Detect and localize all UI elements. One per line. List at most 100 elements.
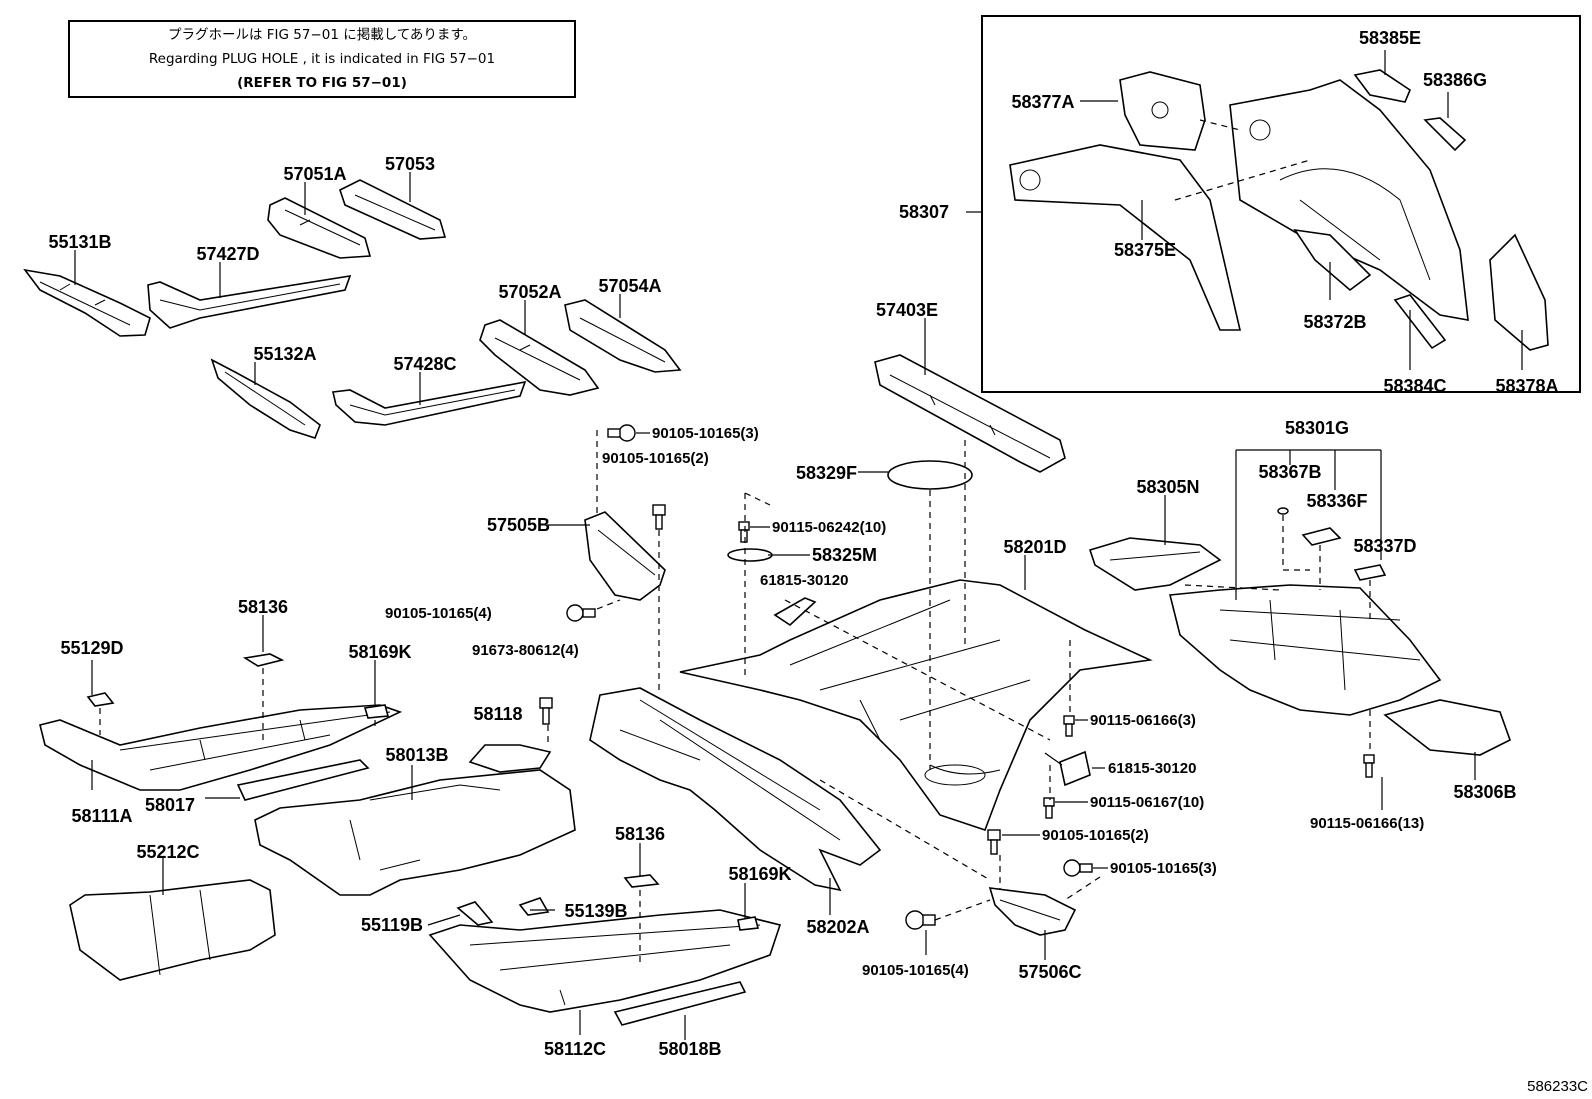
- part-58018B-drawing: [613, 981, 747, 1026]
- part-55131B-drawing: [23, 268, 151, 337]
- part-61815-30120-cover-drawing: [1059, 750, 1091, 787]
- part-58386G-drawing: [1423, 117, 1467, 152]
- part-57505B-drawing: [584, 511, 666, 601]
- part-58305N-drawing: [1088, 537, 1222, 591]
- part-58118-drawing: [468, 744, 552, 773]
- part-57506C-drawing: [988, 887, 1077, 936]
- label-57427D: 57427D: [196, 244, 259, 264]
- part-58201D-drawing: [679, 579, 1153, 832]
- label-55212C: 55212C: [136, 842, 199, 862]
- label-57052A: 57052A: [498, 282, 561, 302]
- label-55131B: 55131B: [48, 232, 111, 252]
- part-58372B-drawing: [1293, 228, 1372, 292]
- bolt-icon: [987, 829, 1001, 855]
- label-57403E: 57403E: [876, 300, 938, 320]
- part-58112C-drawing: [428, 909, 782, 1013]
- bolt-icon: [607, 424, 636, 442]
- part-58329F-drawing: [887, 460, 973, 490]
- bolt-icon: [566, 604, 596, 622]
- note-line-reference: (REFER TO FIG 57−01): [237, 75, 407, 91]
- part-57052A-drawing: [479, 319, 600, 396]
- label-58017: 58017: [145, 795, 195, 815]
- label-58377A: 58377A: [1011, 92, 1074, 112]
- label-58329F: 58329F: [796, 463, 857, 483]
- part-58385E-drawing: [1353, 69, 1411, 103]
- part-58169Kb-drawing: [737, 916, 760, 931]
- label-58201D: 58201D: [1003, 537, 1066, 557]
- label-58118: 58118: [473, 704, 522, 724]
- label-58386G: 58386G: [1423, 70, 1487, 90]
- part-58013B-drawing: [254, 769, 576, 896]
- part-57053-drawing: [339, 179, 447, 240]
- label-55139B: 55139B: [564, 901, 627, 921]
- label-57505B: 57505B: [487, 515, 550, 535]
- part-55139B-drawing: [518, 897, 550, 916]
- label-58385E: 58385E: [1359, 28, 1421, 48]
- bolt-icon: [652, 504, 666, 530]
- part-61815-patch-drawing: [773, 597, 817, 627]
- label-57506C: 57506C: [1018, 962, 1081, 982]
- part-57427D-drawing: [147, 274, 352, 329]
- bolt-icon: [1043, 797, 1055, 819]
- label-58384C: 58384C: [1383, 376, 1446, 396]
- label-90105-10165-4-lower: 90105-10165(4): [862, 962, 969, 979]
- label-58378A: 58378A: [1495, 376, 1558, 396]
- label-90105-10165-4-left: 90105-10165(4): [385, 605, 492, 622]
- part-58017-drawing: [236, 759, 370, 801]
- label-58336F: 58336F: [1306, 491, 1367, 511]
- part-55212C-drawing: [69, 879, 276, 981]
- label-55119B: 55119B: [361, 915, 423, 935]
- bolt-icon: [539, 697, 553, 725]
- bolt-icon: [1063, 859, 1093, 877]
- part-55119B-drawing: [456, 901, 494, 926]
- part-58337D-drawing: [1353, 564, 1387, 581]
- bolt-icon: [1063, 715, 1075, 737]
- label-55129D: 55129D: [60, 638, 123, 658]
- bolt-icon: [738, 521, 750, 543]
- label-58169K-lower: 58169K: [728, 864, 791, 884]
- part-58306B-drawing: [1383, 699, 1511, 756]
- part-57054A-drawing: [564, 299, 682, 373]
- bolt-icon: [905, 910, 936, 930]
- label-58306B: 58306B: [1453, 782, 1516, 802]
- leader-lines: [74, 50, 1523, 1040]
- label-58136-lower: 58136: [615, 824, 665, 844]
- label-90115-06167-10: 90115-06167(10): [1090, 794, 1204, 811]
- part-58377A-drawing: [1119, 71, 1206, 151]
- label-57051A: 57051A: [283, 164, 346, 184]
- part-58307-rear-wheelhouse-drawing: [1229, 79, 1469, 321]
- label-61815-30120-lower: 61815-30120: [1108, 760, 1196, 777]
- note-line-japanese: プラグホールは FIG 57−01 に掲載してあります。: [167, 27, 477, 43]
- label-58372B: 58372B: [1303, 312, 1366, 332]
- part-58169Ka-drawing: [363, 704, 390, 719]
- label-58013B: 58013B: [385, 745, 448, 765]
- inset-frame: [981, 15, 1581, 393]
- label-57428C: 57428C: [393, 354, 456, 374]
- label-57054A: 57054A: [598, 276, 661, 296]
- label-58202A: 58202A: [806, 917, 869, 937]
- part-57403E-drawing: [874, 354, 1066, 473]
- figure-id: 586233C: [1527, 1078, 1588, 1095]
- label-58367B: 58367B: [1258, 462, 1321, 482]
- part-58136a-drawing: [242, 653, 285, 667]
- part-58325M-drawing: [727, 548, 773, 562]
- plug-hole-note: プラグホールは FIG 57−01 に掲載してあります。 Regarding P…: [68, 20, 576, 98]
- label-91673-80612-4: 91673-80612(4): [472, 642, 579, 659]
- part-57051A-drawing: [267, 197, 372, 259]
- part-57428C-drawing: [332, 380, 527, 426]
- label-58112C: 58112C: [544, 1039, 606, 1059]
- part-58111A-drawing: [39, 704, 403, 791]
- label-58375E: 58375E: [1114, 240, 1176, 260]
- part-58202A-drawing: [589, 687, 882, 892]
- label-57053: 57053: [385, 154, 435, 174]
- label-58169K-upper: 58169K: [348, 642, 411, 662]
- label-61815-30120-upper: 61815-30120: [760, 572, 848, 589]
- label-58337D: 58337D: [1353, 536, 1416, 556]
- part-55129D-drawing: [86, 692, 115, 707]
- label-90105-10165-3-lower: 90105-10165(3): [1110, 860, 1217, 877]
- part-58301G-drawing: [1168, 584, 1442, 716]
- label-90105-10165-2-lower: 90105-10165(2): [1042, 827, 1149, 844]
- dashed-assembly-lines: [99, 119, 1371, 965]
- note-line-english: Regarding PLUG HOLE , it is indicated in…: [148, 51, 496, 67]
